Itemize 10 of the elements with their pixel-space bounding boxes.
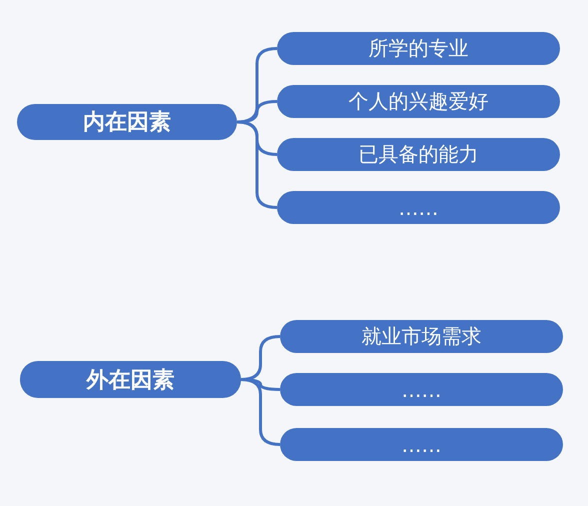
item-pill: ……: [277, 191, 560, 224]
item-pill: 个人的兴趣爱好: [277, 85, 560, 118]
item-pill: 就业市场需求: [280, 320, 563, 353]
item-pill: ……: [280, 428, 563, 461]
brace-connector: [236, 120, 278, 209]
item-pill: ……: [280, 373, 563, 406]
topic-pill: 内在因素: [17, 104, 237, 140]
item-pill: 所学的专业: [277, 32, 560, 65]
item-pill: 已具备的能力: [277, 138, 560, 171]
topic-pill: 外在因素: [20, 361, 241, 398]
